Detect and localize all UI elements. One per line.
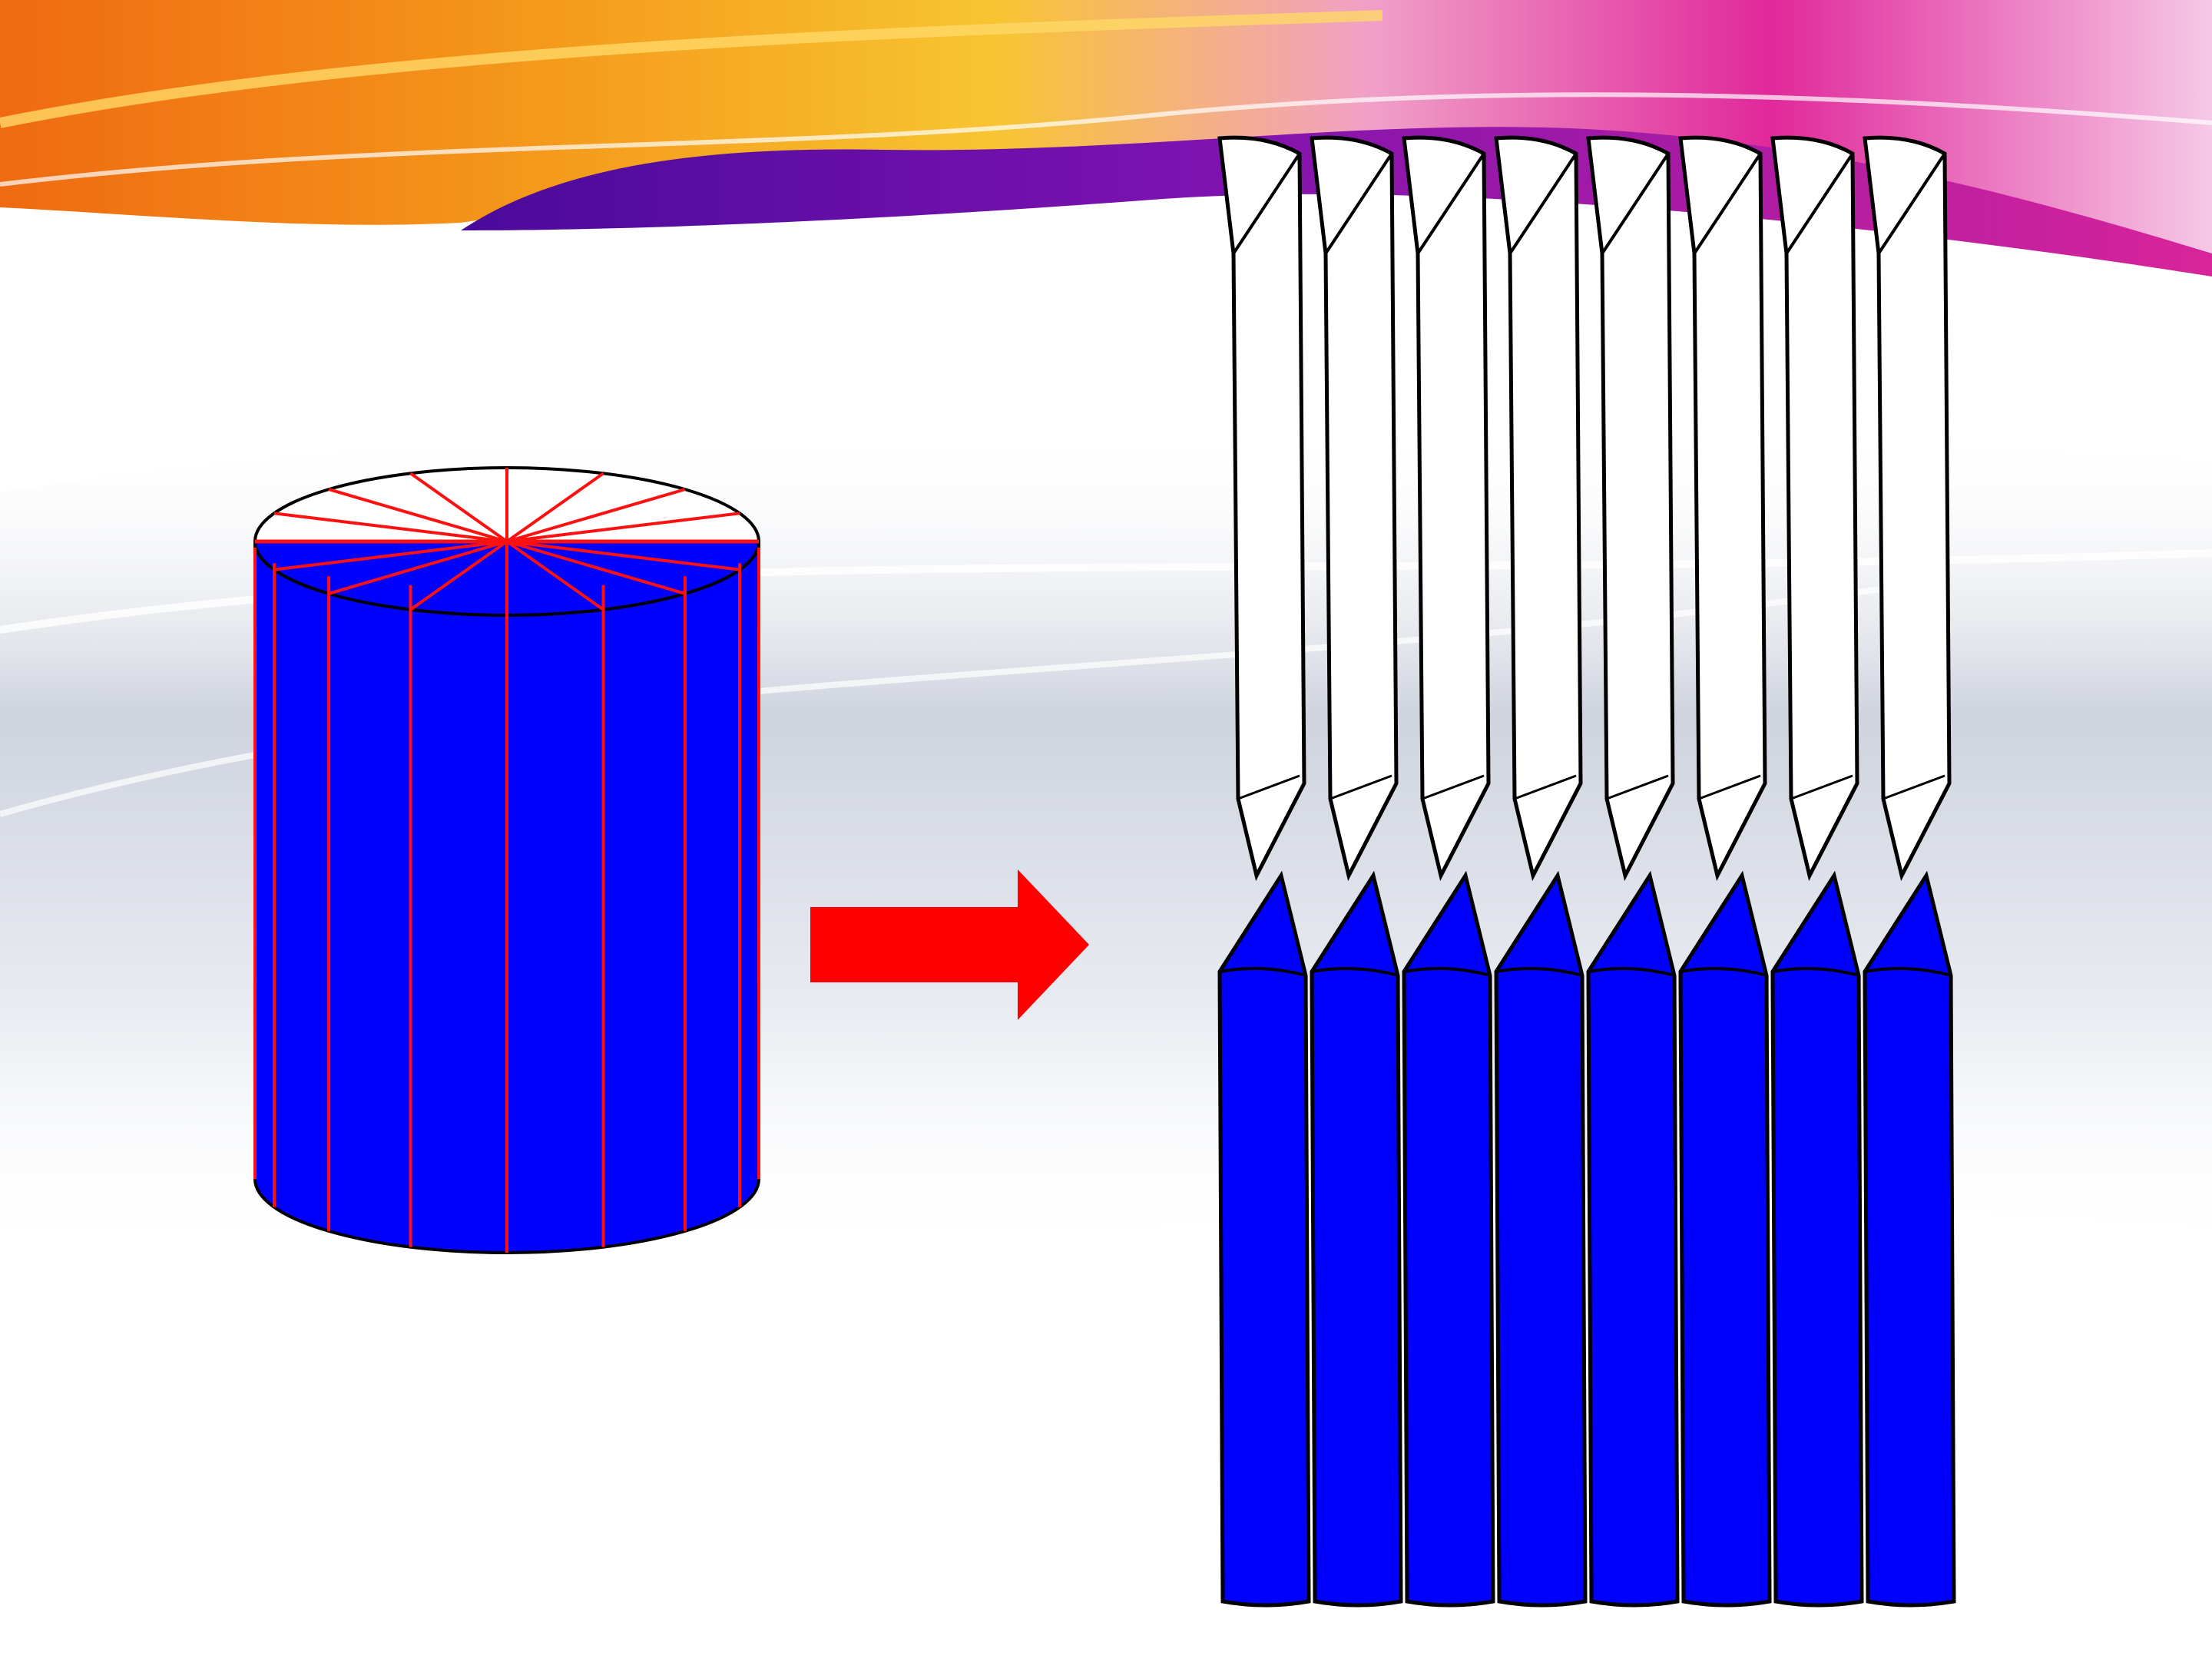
upper-white-strip: [1494, 135, 1583, 882]
upper-strip-edge: [1232, 152, 1301, 255]
upper-strip-edge: [1693, 152, 1762, 255]
upper-strip-edge: [1416, 152, 1485, 255]
segmented-cylinder: [253, 466, 761, 1254]
rearranged-strips: [1217, 135, 1956, 1608]
lower-strip-edge: [1219, 967, 1306, 977]
lower-blue-strip: [1586, 870, 1680, 1608]
strip: [1863, 135, 1956, 1608]
upper-white-strip: [1863, 135, 1952, 882]
upper-white-strip: [1310, 135, 1399, 882]
upper-white-strip: [1586, 135, 1675, 882]
strip: [1217, 135, 1311, 1608]
upper-strip-edge: [1324, 152, 1393, 255]
strip: [1678, 135, 1772, 1608]
upper-strip-edge: [1790, 774, 1853, 800]
upper-white-strip: [1402, 135, 1491, 882]
radial-cut-line: [328, 540, 508, 595]
lower-blue-strip: [1863, 870, 1956, 1608]
strip: [1494, 135, 1588, 1608]
upper-white-strip: [1217, 135, 1306, 882]
upper-strip-edge: [1883, 774, 1945, 800]
radial-cut-line: [506, 540, 686, 595]
lower-blue-strip: [1678, 870, 1772, 1608]
upper-strip-edge: [1330, 774, 1392, 800]
radial-cut-line: [506, 512, 740, 543]
strip: [1402, 135, 1495, 1608]
upper-strip-edge: [1877, 152, 1946, 255]
radial-cut-line: [409, 540, 508, 611]
upper-strip-edge: [1698, 774, 1761, 800]
radial-cut-line: [328, 488, 508, 543]
upper-strip-edge: [1514, 774, 1577, 800]
upper-strip-edge: [1422, 774, 1485, 800]
upper-strip-edge: [1606, 774, 1669, 800]
lower-strip-edge: [1864, 967, 1952, 977]
lower-blue-strip: [1494, 870, 1588, 1608]
diagram: [253, 135, 1956, 1608]
upper-strip-edge: [1237, 774, 1300, 800]
radial-cut-line: [505, 540, 604, 611]
lower-strip-edge: [1588, 967, 1675, 977]
radial-cut-line: [273, 512, 508, 543]
radial-cut-line: [409, 472, 508, 543]
upper-strip-edge: [1785, 152, 1854, 255]
lower-strip-edge: [1403, 967, 1491, 977]
radial-cut-line: [505, 472, 604, 543]
lower-strip-edge: [1495, 967, 1583, 977]
radial-cut-line: [506, 488, 686, 543]
strip: [1586, 135, 1680, 1608]
lower-strip-edge: [1311, 967, 1399, 977]
lower-blue-strip: [1310, 870, 1403, 1608]
lower-blue-strip: [1217, 870, 1311, 1608]
right-arrow-icon: [810, 869, 1089, 1020]
upper-strip-edge: [1508, 152, 1578, 255]
lower-blue-strip: [1402, 870, 1495, 1608]
upper-white-strip: [1678, 135, 1767, 882]
upper-strip-edge: [1601, 152, 1670, 255]
strip: [1770, 135, 1864, 1608]
lower-blue-strip: [1770, 870, 1864, 1608]
strip: [1310, 135, 1403, 1608]
lower-strip-edge: [1680, 967, 1767, 977]
upper-white-strip: [1770, 135, 1859, 882]
lower-strip-edge: [1772, 967, 1859, 977]
radial-cut-line: [273, 540, 508, 571]
radial-cut-line: [506, 540, 740, 571]
